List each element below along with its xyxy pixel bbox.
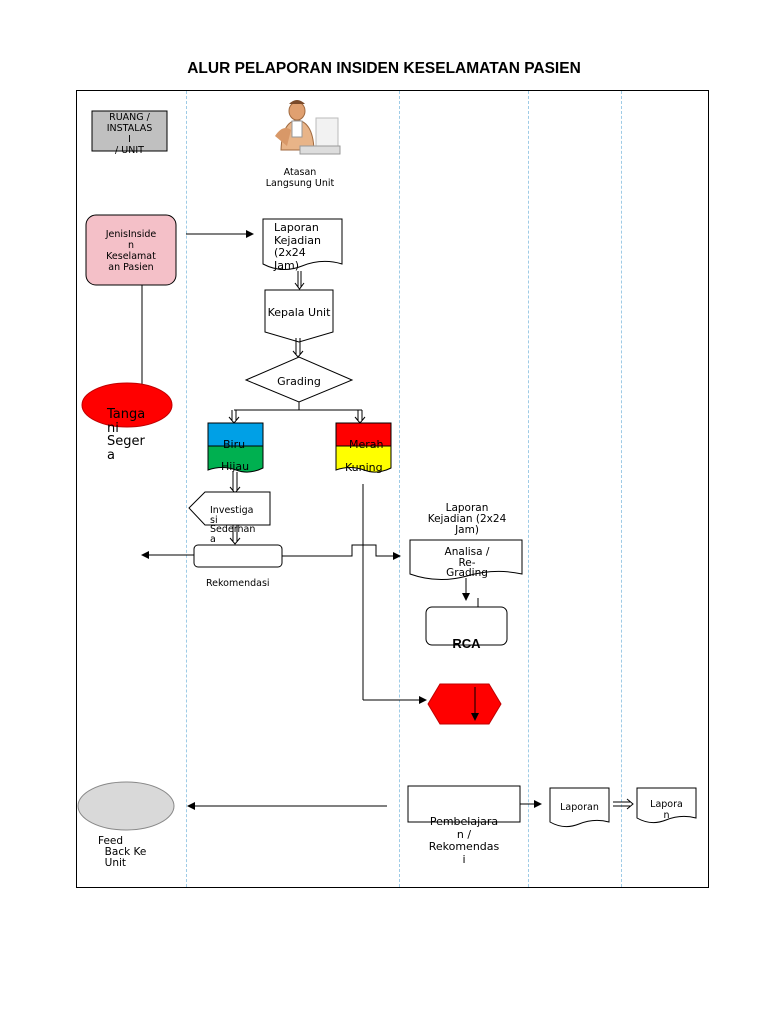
investigasi-label: Investiga si Sederhan a: [210, 505, 256, 545]
rca-box: [425, 606, 508, 646]
page-title: ALUR PELAPORAN INSIDEN KESELAMATAN PASIE…: [187, 60, 581, 77]
lane-divider: [528, 91, 529, 887]
ruang-unit-label: RUANG / INSTALAS I / UNIT: [106, 112, 153, 156]
merah-label: Merah: [349, 438, 384, 451]
grading-diamond: [244, 356, 354, 403]
atasan-label: Atasan Langsung Unit: [265, 167, 335, 189]
feedback-label: Feed Back Ke Unit: [98, 835, 147, 870]
laporan-kejadian-label: Laporan Kejadian (2x24 Jam): [274, 221, 321, 272]
laporan-document-b: [636, 787, 697, 824]
analisa-document: [409, 539, 523, 580]
lane-divider: [186, 91, 187, 887]
hijau-block: [207, 445, 264, 473]
hijau-label: Hijau: [221, 460, 250, 473]
tangani-segera-label: Tanga ni Seger a: [107, 407, 146, 463]
grading-label: Grading: [277, 375, 321, 388]
kuning-label: Kuning: [345, 461, 383, 474]
biru-label: Biru: [223, 438, 246, 451]
kuning-block: [335, 445, 392, 473]
rca-label: RCA: [452, 636, 481, 651]
diagram-frame: [76, 90, 709, 888]
lane-divider: [399, 91, 400, 887]
analisa-label: Analisa / Re- Grading: [444, 546, 490, 579]
rekomendasi-box: [193, 544, 283, 568]
laporan-document-a: [549, 787, 610, 828]
jenis-insiden-label: JenisInside n Keselamat an Pasien: [105, 229, 157, 273]
person-clipart-icon: [275, 100, 341, 155]
investigasi-shape: [188, 491, 271, 526]
kepala-unit-label: Kepala Unit: [267, 306, 331, 319]
pembelajaran-label: Pembelajara n / Rekomendas i: [428, 815, 500, 866]
jenis-insiden-box: [85, 214, 177, 286]
laporan-kejadian-document: [262, 218, 343, 270]
feedback-ellipse: [77, 781, 175, 831]
kepala-unit-shape: [264, 289, 334, 343]
laporan-kejadian-2-label: Laporan Kejadian (2x24 Jam): [427, 502, 507, 537]
lane-divider: [621, 91, 622, 887]
rekomendasi-label: Rekomendasi: [206, 578, 270, 589]
red-octagon: [427, 683, 502, 725]
ruang-unit-box: [91, 110, 168, 152]
tangani-segera-ellipse: [81, 382, 173, 428]
laporan-a-label: Laporan: [560, 802, 599, 813]
laporan-b-label: Lapora n: [650, 799, 683, 821]
